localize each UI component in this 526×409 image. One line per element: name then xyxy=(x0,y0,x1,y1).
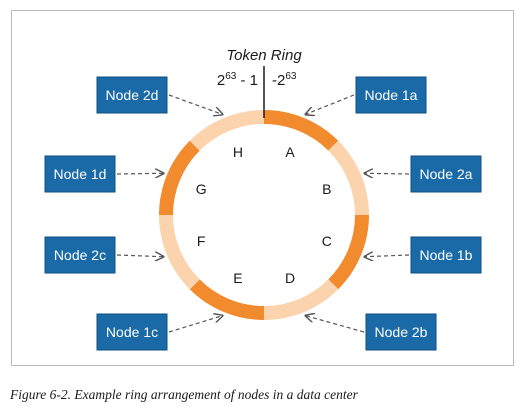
ring-segment-a xyxy=(263,110,339,151)
token-max-label: 263 - 1 xyxy=(217,71,258,89)
node-label: Node 1d xyxy=(54,166,107,182)
node-node-2c: Node 2c xyxy=(44,236,116,274)
arrow-node-2b-to-d xyxy=(306,316,365,333)
ring-segment-e xyxy=(189,279,265,320)
nodes: Node 2d Node 1a Node 1d Node 2a Node 2c Node … xyxy=(44,76,482,351)
segment-label-g: G xyxy=(196,181,207,197)
ring-diagram: Token Ring 263 - 1 -263 A B C D E F G H Node 2d… xyxy=(44,47,482,351)
ring-segment-d xyxy=(263,279,339,320)
node-node-2a: Node 2a xyxy=(410,155,482,193)
ring-segment-b xyxy=(328,140,369,216)
node-box xyxy=(44,236,116,274)
token-min-label: -263 xyxy=(272,71,297,89)
arrow-node-1a-to-a xyxy=(306,94,355,114)
node-label: Node 2c xyxy=(54,247,106,263)
node-node-1d: Node 1d xyxy=(44,155,116,193)
segment-label-e: E xyxy=(233,270,242,286)
node-box xyxy=(410,155,482,193)
node-node-1c: Node 1c xyxy=(96,313,168,351)
node-label: Node 1c xyxy=(106,324,158,340)
segment-label-b: B xyxy=(322,181,331,197)
node-box xyxy=(96,313,168,351)
node-label: Node 1b xyxy=(420,247,473,263)
ring-segment-f xyxy=(159,214,200,290)
ring-segment-c xyxy=(328,214,369,290)
node-label: Node 1a xyxy=(365,87,418,103)
ring-segments xyxy=(159,110,369,320)
segment-label-a: A xyxy=(285,144,295,160)
arrow-node-2a-to-b xyxy=(365,173,410,174)
ring-title: Token Ring xyxy=(226,47,302,64)
node-node-2d: Node 2d xyxy=(96,76,168,114)
arrow-node-1b-to-c xyxy=(365,255,410,257)
arrow-node-1d-to-g xyxy=(116,173,163,174)
node-node-1b: Node 1b xyxy=(410,236,482,274)
node-box xyxy=(365,313,437,351)
ring-segment-g xyxy=(159,140,200,216)
segment-label-d: D xyxy=(285,270,295,286)
arrow-node-1c-to-e xyxy=(168,316,222,333)
node-label: Node 2a xyxy=(420,166,473,182)
node-box xyxy=(96,76,168,114)
arrow-node-2c-to-f xyxy=(116,255,163,257)
ring-segment-h xyxy=(189,110,265,151)
node-arrows xyxy=(116,94,410,333)
segment-label-h: H xyxy=(233,144,243,160)
node-node-1a: Node 1a xyxy=(355,76,427,114)
segment-label-f: F xyxy=(197,233,206,249)
node-box xyxy=(410,236,482,274)
node-node-2b: Node 2b xyxy=(365,313,437,351)
node-box xyxy=(355,76,427,114)
node-label: Node 2d xyxy=(106,87,159,103)
node-box xyxy=(44,155,116,193)
node-label: Node 2b xyxy=(375,324,428,340)
segment-labels: A B C D E F G H xyxy=(196,144,332,286)
figure-caption: Figure 6-2. Example ring arrangement of … xyxy=(10,387,358,402)
arrow-node-2d-to-h xyxy=(168,94,222,114)
segment-label-c: C xyxy=(322,233,332,249)
